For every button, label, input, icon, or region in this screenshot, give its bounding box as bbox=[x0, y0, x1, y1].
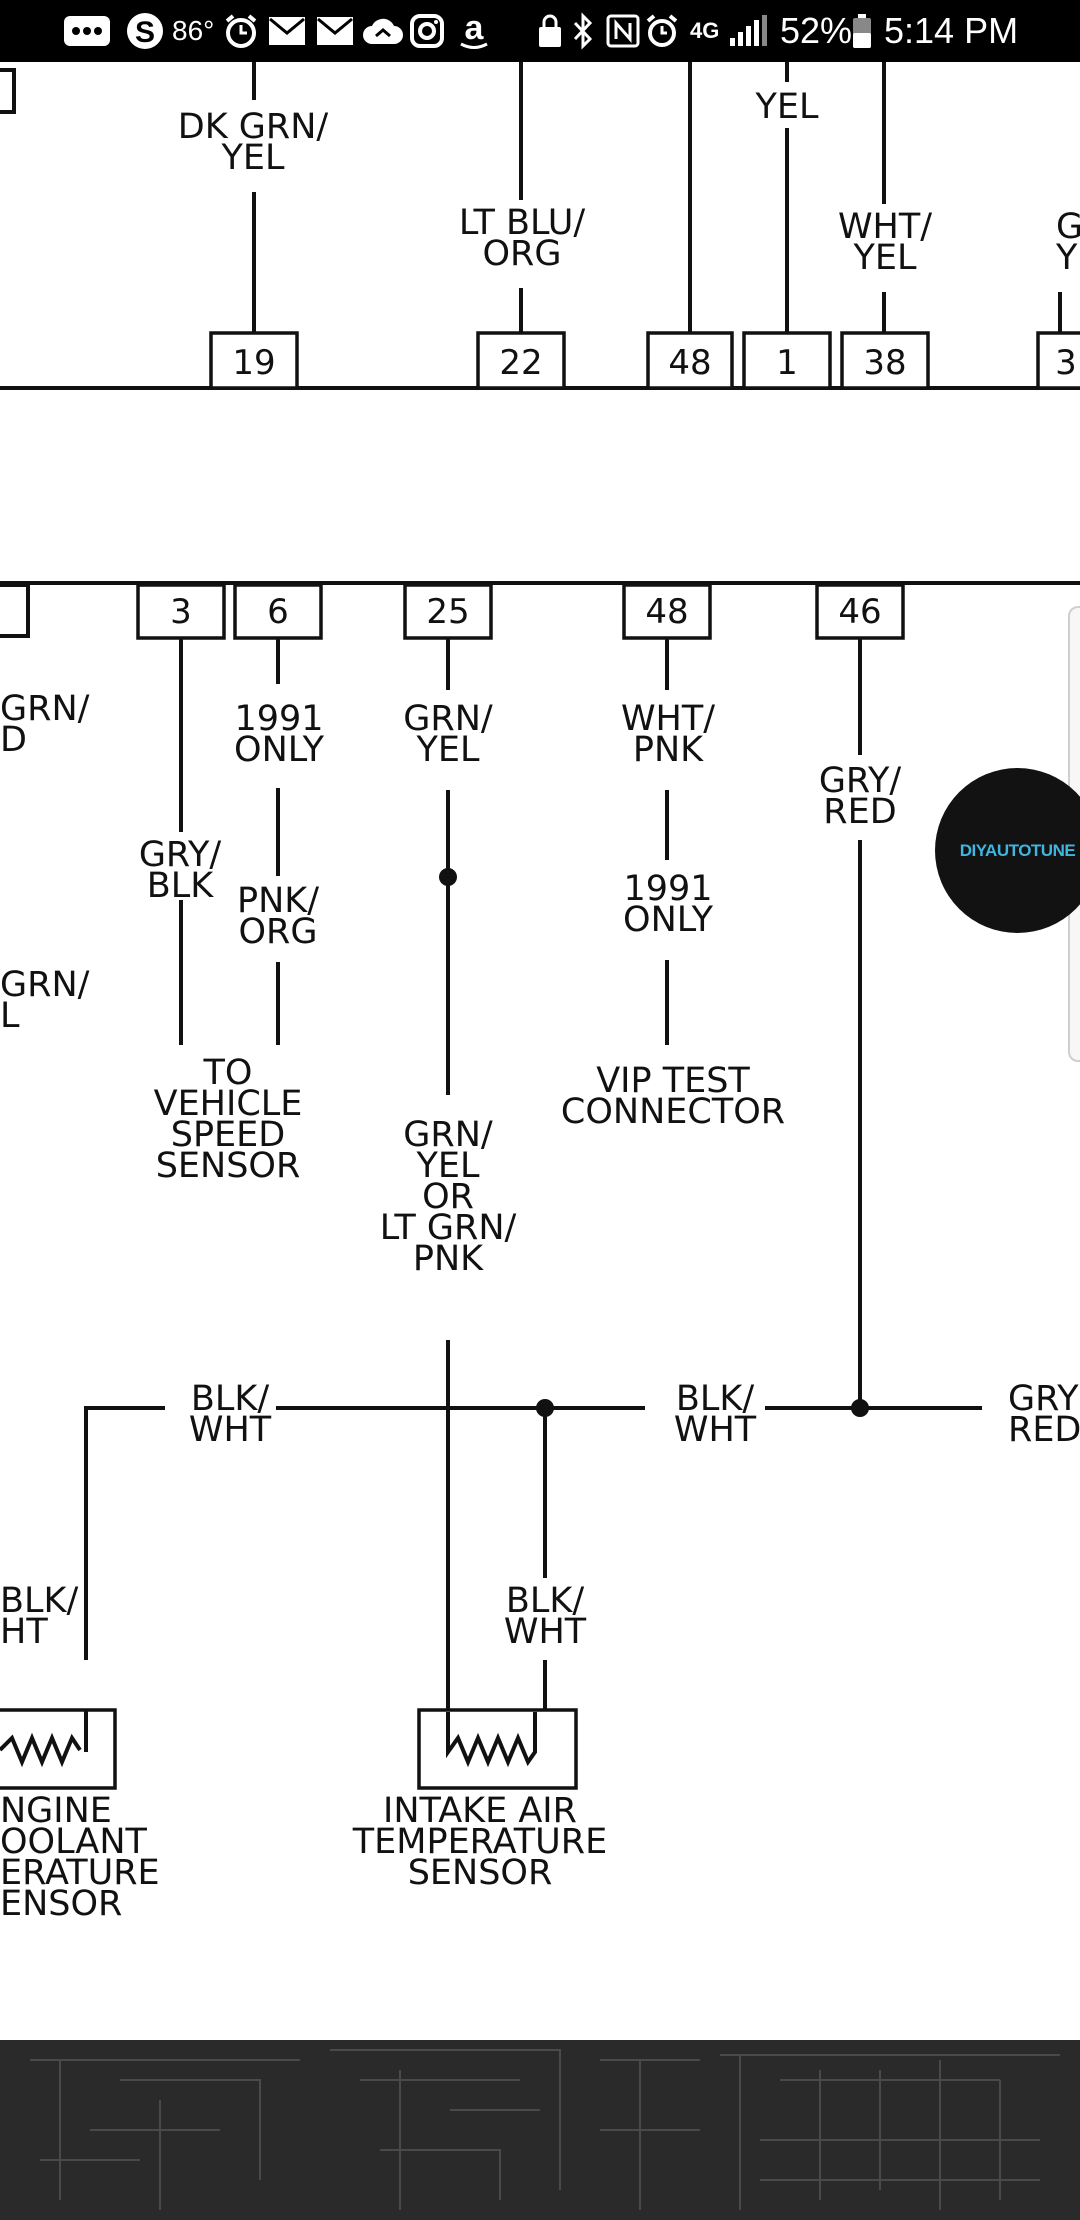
wire-label: GRY/BLK bbox=[139, 835, 222, 906]
instagram-icon bbox=[410, 0, 444, 62]
nfc-icon bbox=[606, 0, 640, 62]
pin-number: 22 bbox=[499, 343, 542, 383]
thumbnail-strip[interactable] bbox=[0, 2040, 1080, 2220]
network-type: 4G bbox=[690, 18, 720, 43]
top-left-box-edge bbox=[0, 68, 16, 114]
splice-dot bbox=[851, 1399, 869, 1417]
splice-dot bbox=[439, 868, 457, 886]
status-bar: S 86° a 4G 52% 5:14 PM bbox=[0, 0, 1080, 62]
pin-48-box bbox=[622, 583, 712, 640]
wire-label: DK GRN/YEL bbox=[178, 107, 329, 178]
alarm-icon bbox=[644, 0, 680, 62]
pin-3-box bbox=[136, 583, 226, 640]
svg-text:a: a bbox=[465, 11, 485, 47]
diyautotune-logo[interactable]: DIYAUTOTUNE bbox=[935, 768, 1080, 933]
middle-left-box-edge bbox=[0, 583, 30, 638]
battery-percent: 52% bbox=[780, 10, 853, 51]
signal-icon bbox=[728, 0, 768, 62]
wire-blk-wht-coolant bbox=[84, 1406, 165, 1660]
pin-46-box bbox=[815, 583, 905, 640]
svg-text:S: S bbox=[135, 16, 155, 49]
wire-label: YEL bbox=[755, 87, 819, 127]
wire-label: GRYE bbox=[1055, 207, 1080, 278]
wire-label: WHT/PNK bbox=[621, 699, 715, 770]
pin-number: 48 bbox=[645, 592, 688, 632]
wire-label: LT BLU/ORG bbox=[459, 203, 586, 274]
amazon-icon: a bbox=[456, 0, 492, 62]
temperature: 86° bbox=[172, 15, 215, 46]
thumbnail-preview bbox=[30, 2049, 1060, 2210]
wire-label: GRN/YEL bbox=[403, 699, 493, 770]
alarm-icon bbox=[222, 0, 260, 62]
battery-icon bbox=[852, 0, 872, 62]
pin-19-box bbox=[209, 331, 299, 390]
wire-label: GRN/L bbox=[0, 965, 90, 1036]
lock-icon bbox=[536, 0, 564, 62]
wire-label: PNK/ORG bbox=[237, 881, 319, 952]
mail-icon bbox=[268, 0, 306, 62]
pin-48-box bbox=[646, 331, 734, 390]
wire-label: BLK/WHT bbox=[189, 1379, 272, 1450]
pin-number: 48 bbox=[668, 343, 711, 383]
skype-icon: S bbox=[125, 0, 165, 62]
pin-3-box bbox=[1036, 331, 1080, 390]
pin-number: 25 bbox=[426, 592, 469, 632]
bluetooth-icon bbox=[570, 0, 596, 62]
wire-label: GRY/RED bbox=[819, 761, 902, 832]
pin-number: 19 bbox=[232, 343, 275, 383]
iat-sensor-box bbox=[417, 1708, 578, 1790]
wire-label: BLK/WHT bbox=[674, 1379, 757, 1450]
pin-number: 38 bbox=[863, 343, 906, 383]
mail-icon bbox=[316, 0, 354, 62]
pin-number: 1 bbox=[776, 343, 798, 383]
pin-number: 6 bbox=[267, 592, 289, 632]
pin-number: 3 bbox=[1055, 343, 1077, 383]
resistor-icon bbox=[446, 1712, 537, 1768]
wiring-diagram-image[interactable]: .w { stroke:#111; stroke-width:4; fill:n… bbox=[0, 62, 1080, 2040]
pin-1-box bbox=[742, 331, 832, 390]
logo-text: DIYAUTOTUNE bbox=[959, 840, 1076, 860]
pin-number: 46 bbox=[838, 592, 881, 632]
wire-label: BLK/HT bbox=[0, 1581, 78, 1652]
cloud-icon bbox=[362, 0, 404, 62]
wire-label: BLK/WHT bbox=[504, 1581, 587, 1652]
wire-label: WHT/YEL bbox=[838, 207, 932, 278]
pin-number: 3 bbox=[170, 592, 192, 632]
pin-38-box bbox=[840, 331, 930, 390]
resistor-icon bbox=[0, 1732, 82, 1768]
clock: 5:14 PM bbox=[884, 10, 1019, 51]
gallery-icon bbox=[62, 0, 112, 62]
pin-22-box bbox=[476, 331, 566, 390]
wire-label: GRN/D bbox=[0, 689, 90, 760]
